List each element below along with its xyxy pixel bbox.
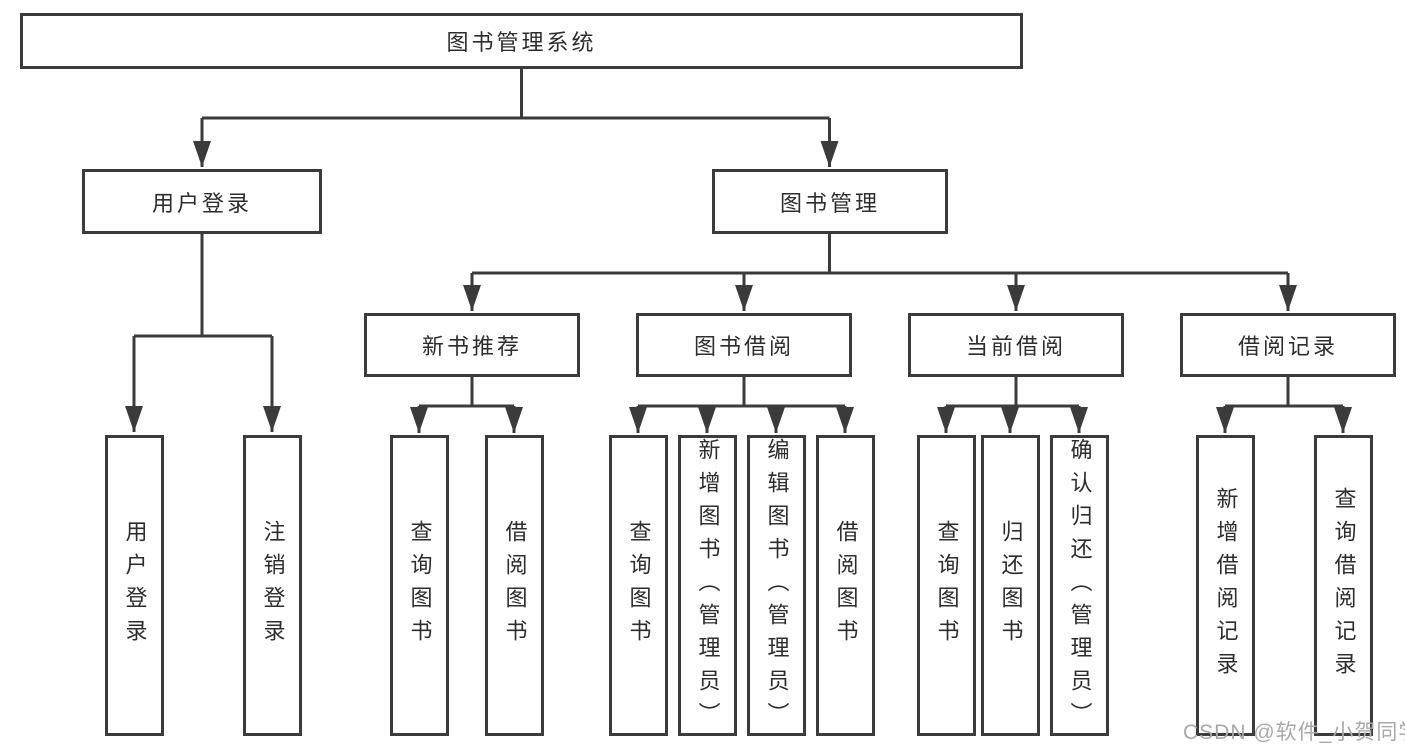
node-root-system: 图书管理系统 — [20, 13, 1023, 69]
node-current-borrow: 当前借阅 — [908, 313, 1124, 377]
node-book-management: 图书管理 — [712, 169, 948, 234]
leaf-user-login: 用户登录 — [105, 435, 164, 736]
connector-new-book-children — [410, 377, 523, 433]
leaf-query-borrow-record: 查询借阅记录 — [1314, 435, 1373, 736]
leaf-add-book-admin: 新增图书（管理员） — [678, 435, 737, 736]
connector-user-login-children — [125, 234, 281, 432]
connector-current-borrow-children — [937, 377, 1088, 433]
leaf-logout: 注销登录 — [243, 435, 302, 736]
connector-root-to-level2 — [193, 68, 839, 167]
node-book-borrow: 图书借阅 — [636, 313, 852, 377]
node-borrow-record: 借阅记录 — [1180, 313, 1396, 377]
leaf-borrow-books-recommend: 借阅图书 — [485, 435, 544, 736]
node-new-book-recommend: 新书推荐 — [364, 313, 580, 377]
node-user-login: 用户登录 — [82, 169, 322, 234]
leaf-return-books: 归还图书 — [981, 435, 1040, 736]
leaf-query-books-borrow: 查询图书 — [609, 435, 668, 736]
connector-book-management-children — [463, 234, 1297, 311]
connector-borrow-record-children — [1216, 377, 1352, 433]
leaf-borrow-books: 借阅图书 — [816, 435, 875, 736]
connector-book-borrow-children — [629, 377, 854, 433]
leaf-confirm-return-admin: 确认归还（管理员） — [1050, 435, 1109, 736]
leaf-edit-book-admin: 编辑图书（管理员） — [747, 435, 806, 736]
csdn-watermark: CSDN @软件_小贺同学 — [1183, 721, 1405, 744]
leaf-query-books-current: 查询图书 — [917, 435, 976, 736]
leaf-add-borrow-record: 新增借阅记录 — [1196, 435, 1255, 736]
leaf-query-books-recommend: 查询图书 — [390, 435, 449, 736]
